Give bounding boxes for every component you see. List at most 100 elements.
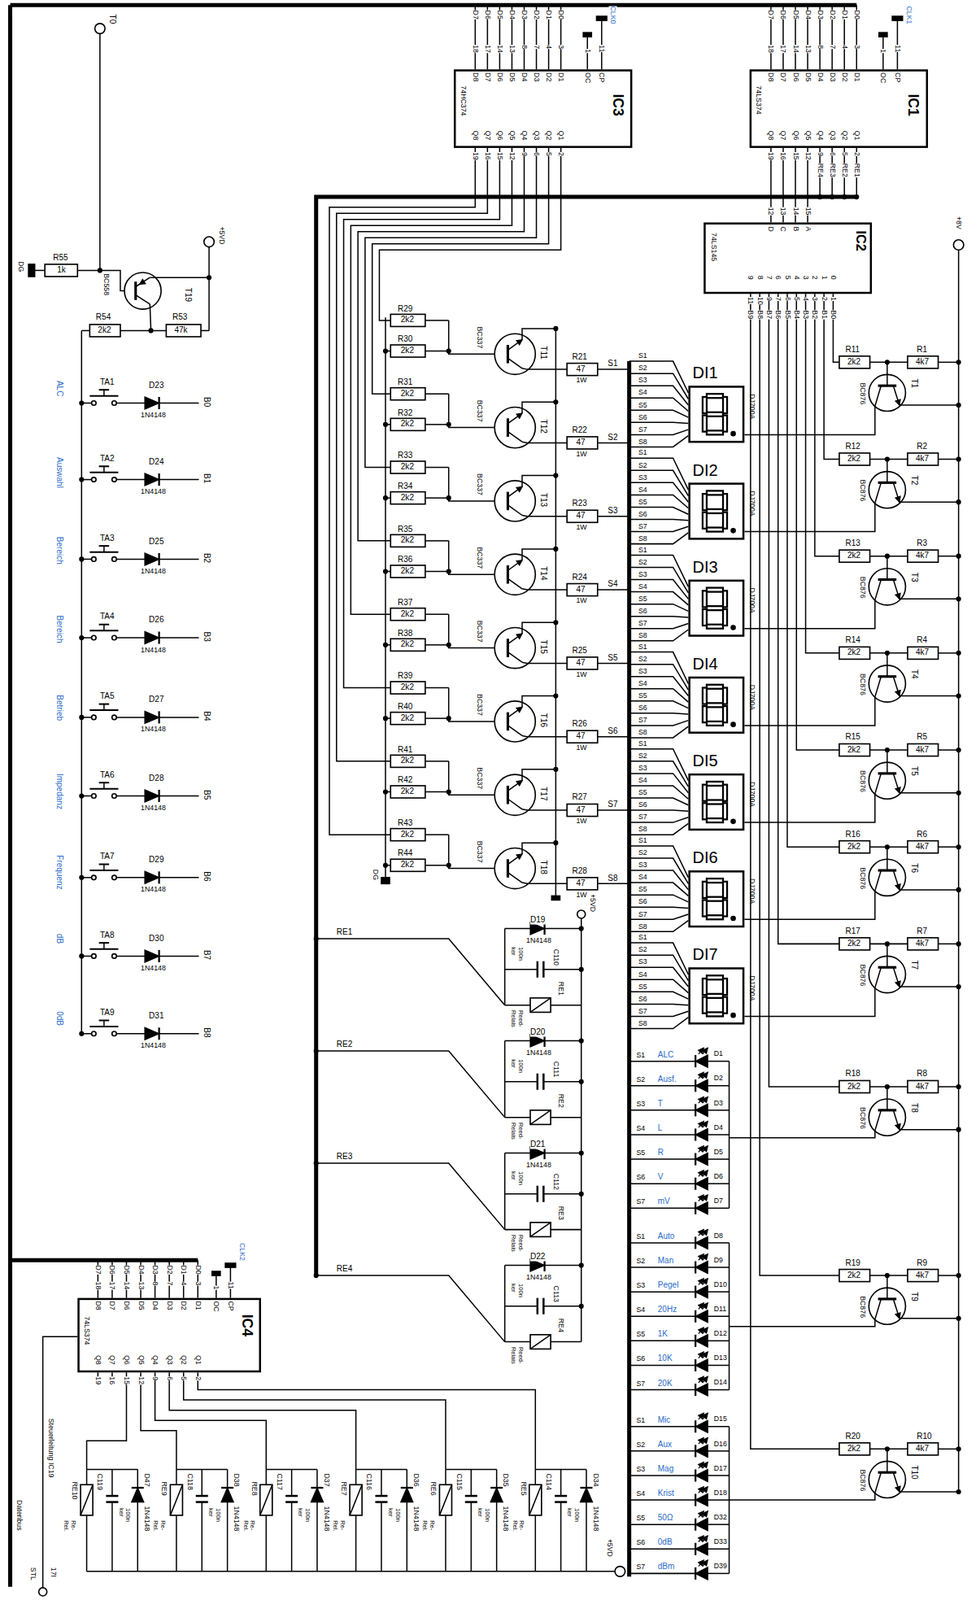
- junction-dot: [956, 1489, 961, 1494]
- ground-symbol: [381, 877, 390, 885]
- wire: [832, 293, 840, 362]
- component-label: 50Ω: [657, 1512, 674, 1523]
- component-label: R: [657, 1147, 664, 1158]
- component-label: D3: [815, 10, 824, 20]
- wire: [544, 1040, 582, 1042]
- wire: [707, 1290, 729, 1293]
- junction-dot: [956, 596, 961, 602]
- component-label: 6: [774, 275, 783, 280]
- component-label: 5: [783, 275, 792, 280]
- wire: [81, 330, 83, 1033]
- component-label: 2k2: [400, 419, 414, 430]
- wire: [522, 515, 567, 517]
- component-label: 12: [766, 207, 776, 216]
- component-label: 100n ker: [509, 1171, 524, 1188]
- component-label: BC876: [858, 673, 867, 696]
- wire: [149, 304, 151, 332]
- led-symbol: [695, 1567, 708, 1580]
- digit-segment: [702, 978, 707, 995]
- component-label: ALC: [54, 380, 65, 397]
- arrowhead: [702, 1302, 708, 1309]
- digit-segment: [723, 493, 728, 510]
- junction-dot: [79, 635, 84, 641]
- wire: [694, 1310, 697, 1323]
- component-label: 20Hz: [657, 1304, 677, 1315]
- wire: [629, 1548, 697, 1551]
- component-label: Auswahl: [54, 457, 65, 488]
- decimal-point: [731, 916, 736, 921]
- junction-dot: [553, 767, 558, 772]
- wire: [439, 1484, 452, 1516]
- wire: [116, 558, 145, 561]
- wire: [522, 809, 567, 811]
- component-label: R25: [571, 645, 587, 656]
- digit-segment: [723, 899, 728, 916]
- button-contact: [112, 953, 118, 959]
- component-label: B2: [201, 553, 212, 563]
- wire: [149, 276, 210, 279]
- component-label: Frequenz: [54, 854, 65, 889]
- resistor-symbol: [839, 937, 871, 950]
- digit-segment: [702, 705, 707, 723]
- wire: [159, 716, 200, 719]
- wire: [522, 662, 567, 663]
- component-label: R43: [397, 818, 413, 828]
- wire: [694, 1103, 697, 1116]
- wire: [694, 1054, 697, 1068]
- component-label: S1: [638, 739, 648, 748]
- component-label: R11: [844, 344, 860, 355]
- junction-dot: [553, 326, 558, 332]
- component-label: B3: [201, 631, 212, 642]
- component-label: 16: [779, 152, 788, 161]
- component-label: S3: [607, 505, 618, 516]
- wire: [707, 1084, 729, 1087]
- wire: [159, 876, 200, 879]
- component-label: TA3: [100, 533, 115, 544]
- component-label: S6: [638, 897, 648, 906]
- component-label: TA7: [100, 851, 115, 862]
- wire: [81, 330, 90, 332]
- component-label: S5: [635, 1149, 645, 1158]
- wire: [355, 1468, 358, 1485]
- component-label: D24: [148, 457, 164, 467]
- wire: [159, 955, 200, 958]
- component-label: 2: [852, 152, 861, 157]
- component-label: Q8: [93, 1354, 102, 1365]
- component-label: 14: [791, 207, 800, 216]
- data-bus: [10, 3, 858, 8]
- wire: [585, 1502, 588, 1572]
- component-label: D1: [193, 1300, 202, 1310]
- part-type: 74HC374: [458, 85, 467, 116]
- component-label: 2k2: [847, 1443, 861, 1454]
- wire: [506, 858, 510, 878]
- wire: [504, 1265, 506, 1342]
- component-label: R55: [52, 252, 68, 263]
- arrowhead: [702, 1278, 708, 1285]
- component-label: D3: [714, 1098, 724, 1107]
- junction-dot: [383, 348, 388, 353]
- junction-dot: [79, 477, 84, 482]
- resistor-symbol: [907, 840, 939, 854]
- component-label: T: [657, 1098, 663, 1109]
- component-label: 1N4148: [526, 1049, 552, 1058]
- component-label: 6: [827, 152, 837, 157]
- junction-dot: [553, 840, 558, 845]
- arrowhead: [702, 1229, 708, 1236]
- wire: [87, 1372, 127, 1469]
- component-label: L: [657, 1123, 663, 1133]
- component-label: Q3: [827, 130, 837, 141]
- component-label: C116: [365, 1472, 374, 1490]
- junction-dot: [313, 936, 318, 941]
- wire: [536, 1185, 540, 1203]
- wire: [507, 853, 523, 865]
- led-symbol: [695, 1236, 708, 1249]
- component-label: Q2: [544, 130, 554, 141]
- component-label: D5: [495, 10, 504, 20]
- wire: [506, 492, 510, 511]
- component-label: S3: [638, 473, 648, 482]
- wire: [116, 795, 145, 798]
- digit-segment: [706, 527, 724, 532]
- wire: [694, 1153, 697, 1166]
- component-label: T3: [909, 572, 920, 583]
- component-label: 100n ker: [509, 1058, 524, 1076]
